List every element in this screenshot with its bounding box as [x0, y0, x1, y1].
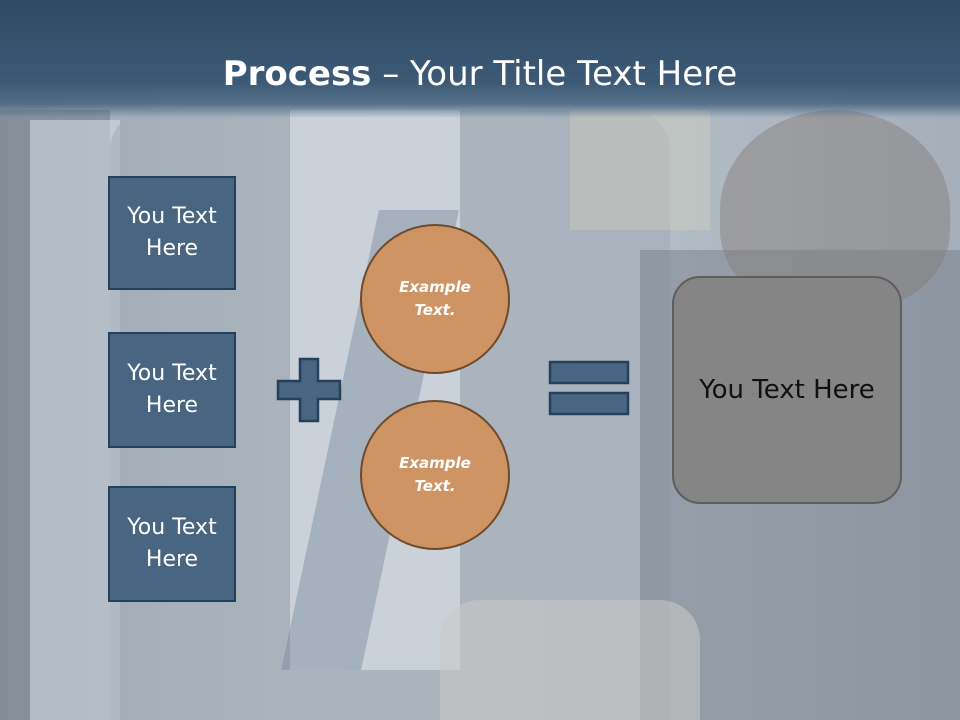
text-box-1-label: You Text Here [127, 204, 217, 261]
text-box-3[interactable]: You Text Here [108, 486, 236, 602]
example-circle-1-label: Example Text. [399, 278, 471, 319]
text-box-1[interactable]: You Text Here [108, 176, 236, 290]
title-band [0, 0, 960, 118]
text-box-2[interactable]: You Text Here [108, 332, 236, 448]
title-bold: Process [222, 54, 372, 94]
text-box-3-label: You Text Here [127, 515, 217, 572]
plus-icon [276, 357, 342, 423]
example-circle-2-label: Example Text. [399, 454, 471, 495]
example-circle-2[interactable]: Example Text. [360, 400, 510, 550]
title-rest: – Your Title Text Here [371, 54, 738, 94]
example-circle-1[interactable]: Example Text. [360, 224, 510, 374]
text-box-2-label: You Text Here [127, 361, 217, 418]
equals-icon [548, 360, 630, 416]
slide-title[interactable]: Process – Your Title Text Here [0, 52, 960, 96]
result-box-label: You Text Here [699, 375, 875, 405]
result-box[interactable]: You Text Here [672, 276, 902, 504]
